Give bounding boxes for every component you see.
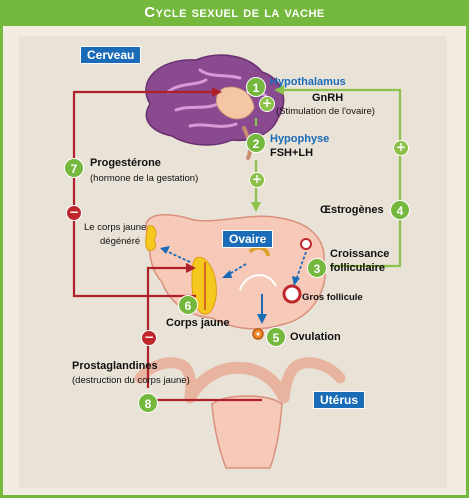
diagram-title: Cycle sexuel de la vache [0,0,469,26]
progesterone-note: (hormone de la gestation) [90,173,199,184]
gros-follicule-label: Gros follicule [302,292,363,303]
step-3-badge: 3 [307,258,327,278]
small-follicle [300,238,312,250]
ovaire-label: Ovaire [222,230,274,248]
follicle-growth-arc [248,245,270,257]
progesterone-minus-sign: − [66,205,82,221]
uterus-illustration [134,357,346,469]
step-8-badge: 8 [138,393,158,413]
step-5-badge: 5 [266,327,286,347]
oestrogenes-label: Œstrogènes [320,204,384,216]
brain-illustration [145,54,285,160]
corps-jaune-degenere-shape [145,225,157,251]
corps-jaune-shape [191,256,217,315]
croissance-label-2: folliculaire [330,262,386,274]
hypothalamus-label: Hypothalamus [270,76,346,88]
corps-jaune-degenere-label-2: dégénéré [100,236,141,247]
prostaglandines-arrow [146,266,262,402]
uterus-label: Utérus [313,391,366,409]
step-1-badge: 1 [246,77,266,97]
corps-jaune-label: Corps jaune [166,317,230,329]
corps-jaune-degenere-label-1: Le corps jaune [84,222,147,233]
croissance-label-1: Croissance [330,248,390,260]
prostaglandines-note: (destruction du corps jaune) [72,375,190,386]
prostaglandines-minus-sign: − [141,330,157,346]
gnrh-plus-sign: + [259,96,275,112]
progesterone-arrow [72,90,216,298]
follicle-to-corpus-arrow [225,263,247,277]
step-7-badge: 7 [64,158,84,178]
fsh-lh-label: FSH+LH [270,147,314,159]
oestrogenes-arrow [280,88,402,268]
prostaglandines-label: Prostaglandines [72,360,158,372]
gros-follicule-shape [282,284,302,304]
gnrh-label: GnRH [312,92,344,104]
step-6-badge: 6 [178,295,198,315]
oestrogenes-plus-sign: + [393,140,409,156]
progesterone-label: Progestérone [90,157,161,169]
step-4-badge: 4 [390,200,410,220]
ovulation-label: Ovulation [290,331,341,343]
cerveau-label: Cerveau [80,46,142,64]
step-2-badge: 2 [246,133,266,153]
fsh-lh-plus-sign: + [249,172,265,188]
gnrh-note: (Stimulation de l'ovaire) [276,106,375,117]
hypophyse-label: Hypophyse [270,133,330,145]
